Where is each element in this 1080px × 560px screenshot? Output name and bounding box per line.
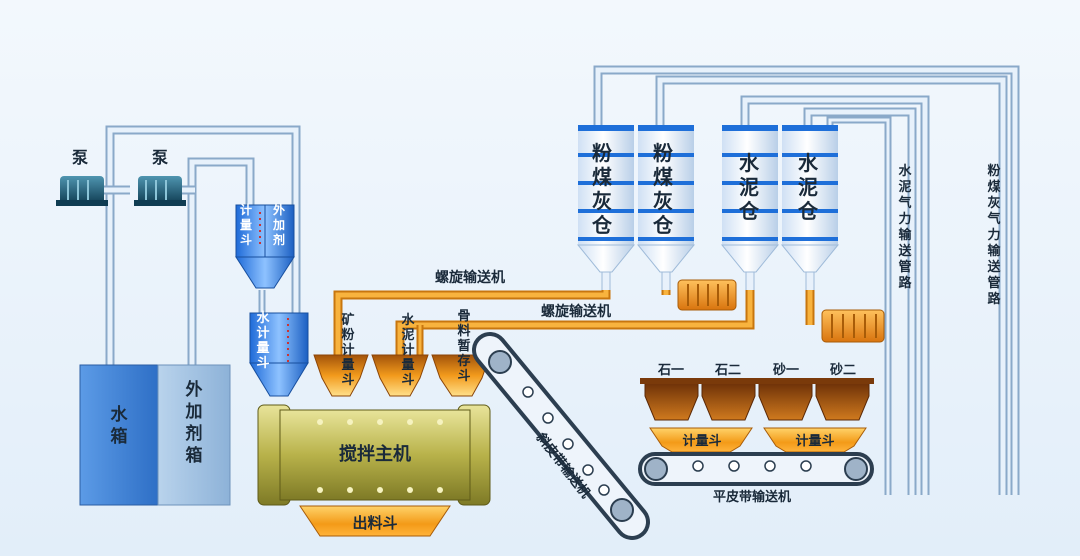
water-pipelines xyxy=(98,125,301,365)
incline-belt-conveyor xyxy=(472,332,650,540)
cement-scale-label: 水泥计量斗 xyxy=(401,312,415,388)
discharge-hopper xyxy=(299,505,451,537)
labels: 泵泵水箱外加剂箱计量斗外加剂水计量斗粉煤灰仓粉煤灰仓水泥仓水泥仓螺旋输送机螺旋输… xyxy=(71,141,1002,532)
screw-conveyor-2-label: 螺旋输送机 xyxy=(541,303,611,320)
cement-silo-1-label: 水泥仓 xyxy=(738,151,760,223)
screw-conveyor-1-label: 螺旋输送机 xyxy=(435,269,505,286)
powder-hoppers xyxy=(313,354,491,397)
pump-2-label: 泵 xyxy=(151,148,168,167)
screw-conveyors xyxy=(333,290,815,355)
cement-pipeline-label: 水泥气力输送管路 xyxy=(897,163,912,291)
flyash-silo-2-label: 粉煤灰仓 xyxy=(652,141,674,237)
bin-sand-1-label: 砂一 xyxy=(772,362,799,378)
roller-icon xyxy=(610,498,634,522)
pump-icon xyxy=(56,176,108,206)
bin-stone-2-label: 石二 xyxy=(714,363,741,378)
bin-sand-2-label: 砂二 xyxy=(829,362,856,378)
mixer xyxy=(257,404,491,506)
silos xyxy=(576,125,840,293)
pump-1-label: 泵 xyxy=(71,148,88,167)
tanks xyxy=(79,364,231,506)
water-tank-label: 水箱 xyxy=(111,404,129,447)
admixture-tank-label: 外加剂箱 xyxy=(185,379,203,466)
cement-silo-2 xyxy=(780,125,840,293)
weigh-hopper-2-label: 计量斗 xyxy=(795,433,834,449)
water-scale xyxy=(249,312,309,397)
pneumatic-pipelines xyxy=(593,65,1020,495)
flyash-silo-1-label: 粉煤灰仓 xyxy=(591,141,613,237)
weigh-hopper-1-label: 计量斗 xyxy=(682,433,721,449)
roller-icon xyxy=(644,457,668,481)
water-scale-label: 水计量斗 xyxy=(256,310,270,371)
roller-icon xyxy=(844,457,868,481)
aggregate-hopper-label: 骨料暂存斗 xyxy=(457,309,470,384)
flyash-silo-2 xyxy=(636,125,696,293)
roller-icon xyxy=(488,350,512,374)
aggregate-bins xyxy=(640,378,874,453)
flat-belt-conveyor xyxy=(638,452,874,486)
bin-stone-1-label: 石一 xyxy=(657,363,684,378)
cement-silo-2-label: 水泥仓 xyxy=(797,151,819,223)
motor-icon xyxy=(677,279,737,311)
admixture-scale-top-label: 计量斗 xyxy=(240,202,252,247)
pump-icon xyxy=(134,176,186,206)
flyash-silo-1 xyxy=(576,125,636,293)
admixture-scale xyxy=(235,204,295,289)
admixture-scale-label: 外加剂 xyxy=(272,202,285,247)
mineral-powder-scale-label: 矿粉计量斗 xyxy=(341,312,354,388)
flat-belt-label: 平皮带输送机 xyxy=(713,489,791,505)
discharge-hopper-label: 出料斗 xyxy=(352,514,397,532)
cement-silo-1 xyxy=(720,125,780,293)
flyash-pipeline-label: 粉煤灰气力输送管路 xyxy=(986,163,1001,307)
mixer-label: 搅拌主机 xyxy=(339,443,411,465)
motor-icon xyxy=(821,309,885,343)
